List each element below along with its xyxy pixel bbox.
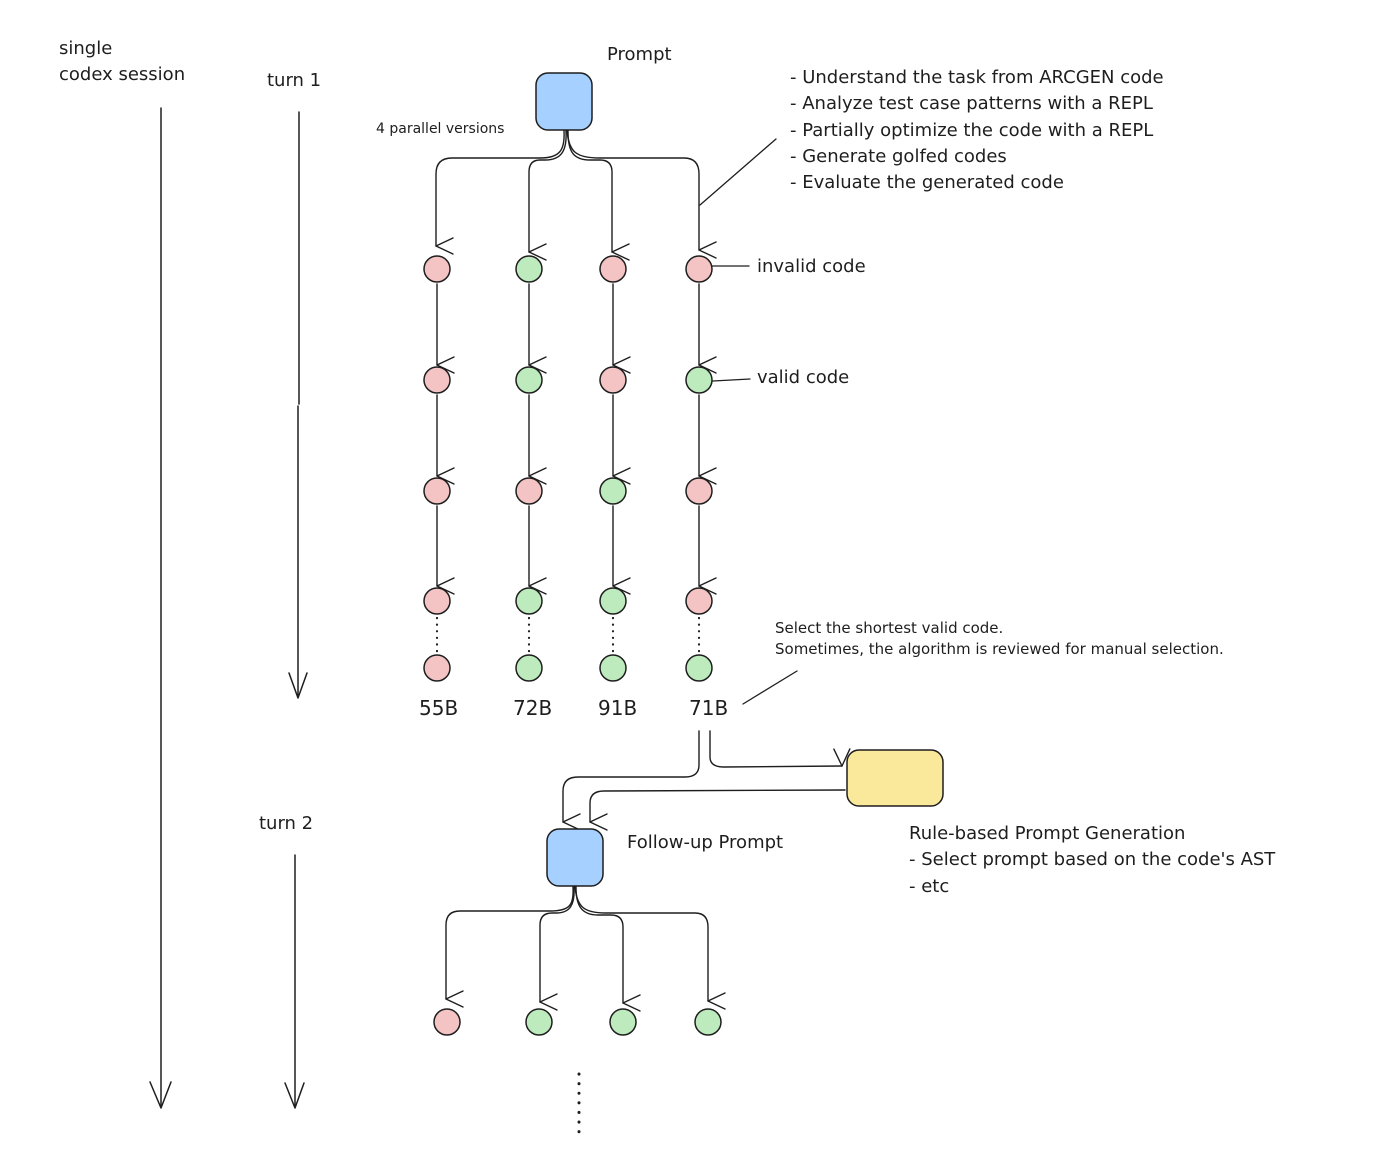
step-item: - Evaluate the generated code [790, 172, 1064, 193]
invalid-code-node [685, 477, 713, 505]
rule-generation-item: - etc [909, 876, 950, 897]
invalid-code-node [599, 366, 627, 394]
invalid-code-node [599, 255, 627, 283]
valid-code-legend: valid code [757, 367, 850, 388]
rule-to-followup-arrow [589, 789, 846, 831]
node-column [685, 255, 717, 682]
invalid-code-node [433, 1008, 461, 1036]
step-item: - Analyze test case patterns with a REPL [790, 93, 1153, 114]
valid-code-node [694, 1008, 722, 1036]
valid-code-node [609, 1008, 637, 1036]
column-bytes-label: 55B [419, 696, 459, 720]
invalid-code-node [423, 366, 451, 394]
prompt-label: Prompt [607, 44, 672, 65]
session-label-line1: single [59, 38, 113, 59]
turn2-label: turn 2 [259, 813, 314, 834]
turn-transition-arrows [562, 730, 851, 831]
valid-legend-line [712, 378, 751, 382]
parallel-versions-label: 4 parallel versions [376, 121, 505, 137]
valid-code-node [525, 1008, 553, 1036]
turn1-node-columns [423, 255, 717, 682]
invalid-code-legend: invalid code [757, 256, 866, 277]
to-followup-arrow [562, 730, 700, 831]
rule-generator-box [846, 749, 944, 807]
session-label-line2: codex session [59, 64, 186, 85]
turn1-timeline-arrow [297, 111, 300, 697]
branch-arrow-1 [435, 130, 565, 255]
invalid-code-node [423, 477, 451, 505]
selection-leader-line [742, 670, 798, 705]
invalid-code-node [423, 587, 451, 615]
column-bytes-label: 91B [598, 696, 638, 720]
column-bytes-label: 71B [689, 696, 729, 720]
followup-prompt-box [546, 828, 604, 887]
steps-leader-line [699, 138, 777, 206]
selection-note-line1: Select the shortest valid code. [775, 619, 1004, 637]
turn1-timeline-arrowhead [288, 672, 308, 699]
turn2-timeline-arrowhead [284, 1082, 305, 1109]
step-item: - Generate golfed codes [790, 146, 1007, 167]
node-column [599, 255, 631, 682]
selection-note-line2: Sometimes, the algorithm is reviewed for… [775, 640, 1224, 658]
branch-arrow-2 [528, 130, 567, 261]
column-bytes-label: 72B [513, 696, 553, 720]
node-column [423, 255, 455, 682]
branch-arrow-4 [566, 130, 717, 259]
prompt-box [535, 72, 593, 131]
valid-code-node [599, 587, 627, 615]
valid-code-node [515, 654, 543, 682]
valid-code-node [515, 366, 543, 394]
turn2-branch-arrows [445, 886, 726, 1012]
valid-code-node [515, 255, 543, 283]
turn1-branch-arrows [435, 130, 717, 261]
invalid-code-node [515, 477, 543, 505]
turn2-branch-arrow-3 [575, 886, 641, 1012]
valid-code-node [515, 587, 543, 615]
invalid-code-node [685, 587, 713, 615]
rule-generation-title: Rule-based Prompt Generation [909, 823, 1186, 844]
branch-arrow-3 [567, 130, 630, 261]
node-column [515, 255, 547, 682]
invalid-code-node [423, 255, 451, 283]
turn2-node-row [433, 1008, 722, 1036]
invalid-code-node [423, 654, 451, 682]
valid-code-node [685, 366, 713, 394]
turn1-label: turn 1 [267, 70, 322, 91]
turn2-branch-arrow-1 [445, 886, 574, 1008]
valid-code-node [599, 654, 627, 682]
turn2-branch-arrow-2 [539, 886, 575, 1011]
valid-code-node [685, 654, 713, 682]
step-item: - Understand the task from ARCGEN code [790, 67, 1164, 88]
step-item: - Partially optimize the code with a REP… [790, 120, 1154, 141]
turn2-branch-arrow-4 [574, 886, 726, 1010]
rule-generation-item: - Select prompt based on the code's AST [909, 849, 1276, 870]
session-timeline-arrowhead [149, 1081, 172, 1109]
to-rule-box-arrow [709, 730, 851, 768]
invalid-code-node [685, 255, 713, 283]
valid-code-node [599, 477, 627, 505]
followup-prompt-label: Follow-up Prompt [627, 832, 784, 853]
